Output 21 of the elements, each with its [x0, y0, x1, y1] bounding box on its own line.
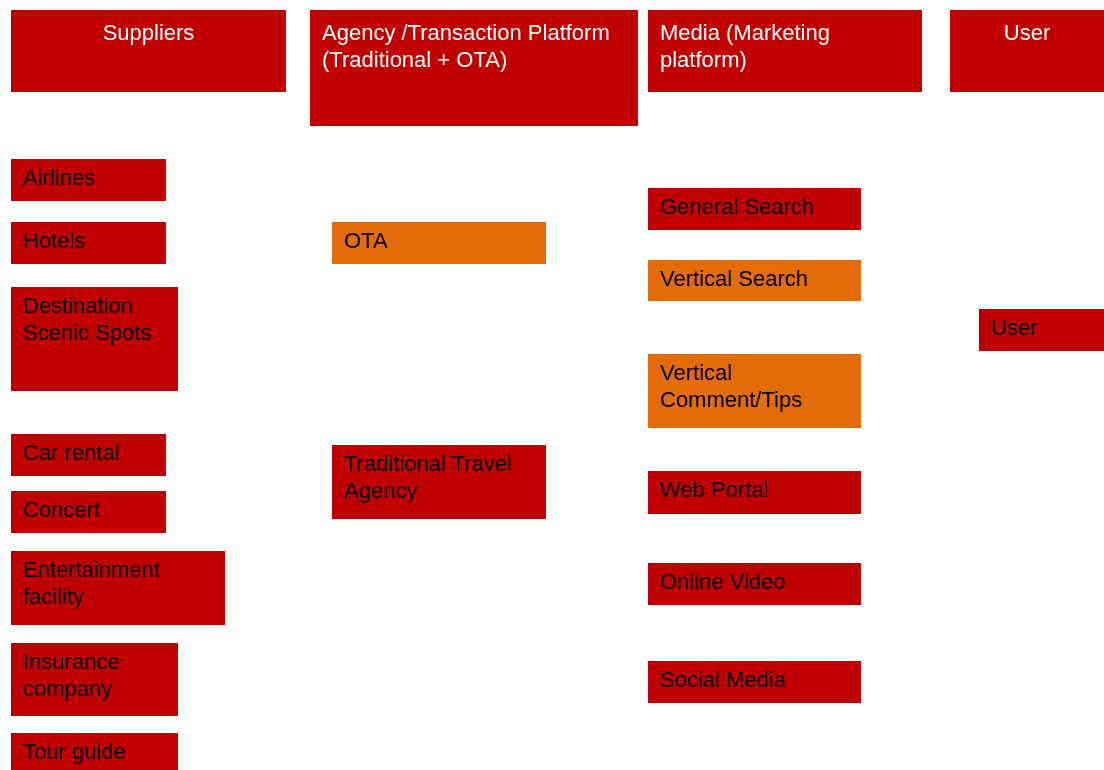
category-box: Entertainment facility — [11, 551, 225, 625]
category-box: Traditional Travel Agency — [332, 445, 546, 519]
category-box: OTA — [332, 222, 546, 264]
category-box: Vertical Comment/Tips — [648, 354, 861, 428]
category-box: Online Video — [648, 563, 861, 605]
category-box: Tour guide — [11, 733, 178, 770]
category-box: Destination Scenic Spots — [11, 287, 178, 391]
category-box: User — [979, 309, 1104, 351]
category-box: Insurance company — [11, 643, 178, 716]
category-box: Concert — [11, 491, 166, 533]
category-box: Web Portal — [648, 471, 861, 514]
category-box: Vertical Search — [648, 260, 861, 301]
column-header: Media (Marketing platform) — [648, 10, 922, 92]
category-box: Social Media — [648, 661, 861, 703]
category-box: Hotels — [11, 222, 166, 264]
category-box: General Search — [648, 188, 861, 230]
column-header: Agency /Transaction Platform (Traditional + OTA) — [310, 10, 638, 126]
column-header: Suppliers — [11, 10, 286, 92]
column-header: User — [950, 10, 1104, 92]
category-box: Car rental — [11, 434, 166, 476]
category-box: Airlines — [11, 159, 166, 201]
